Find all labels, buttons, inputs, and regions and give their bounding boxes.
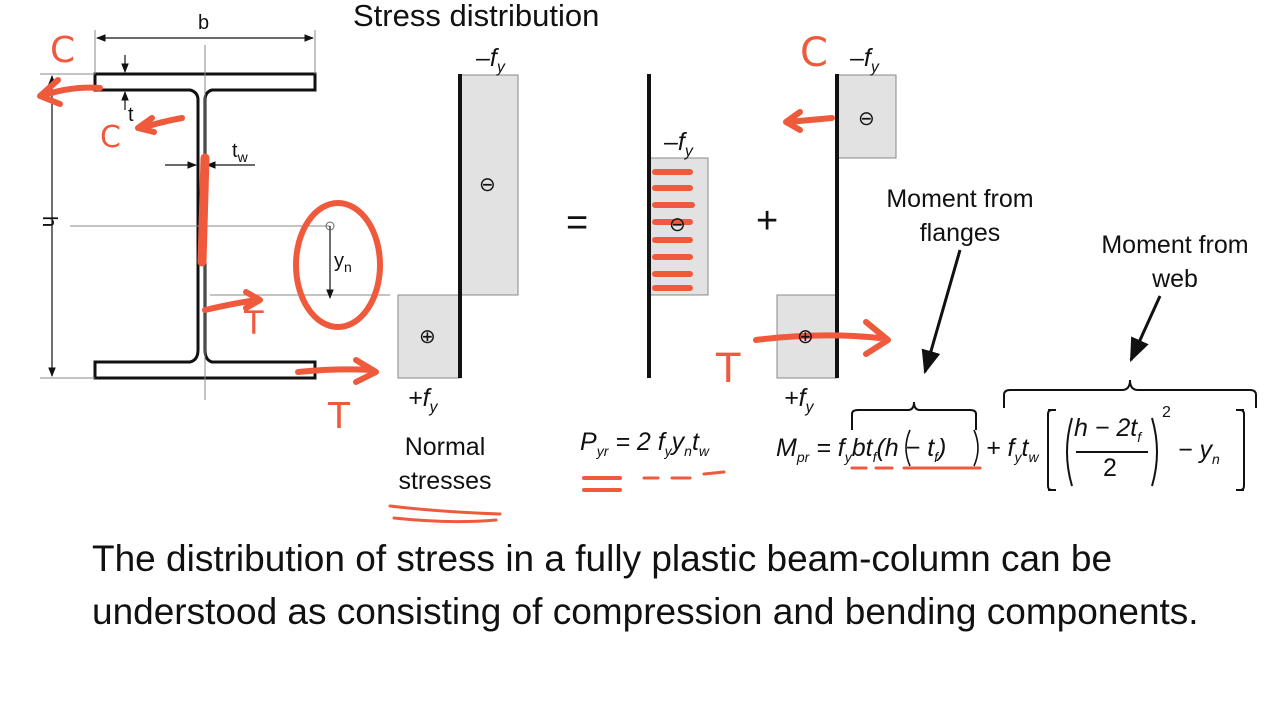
annot-t-2: T (328, 396, 350, 437)
pos-fy-label-3: +fy (784, 384, 814, 416)
m-equation-flange: Mpr = fybtf(h − tf) (776, 434, 947, 465)
annot-c-2: C (100, 120, 121, 155)
equals-operator: = (566, 202, 589, 244)
flanges-brace (851, 401, 977, 430)
plus-sign-3: ⊕ (797, 326, 814, 348)
m-equation-denominator: 2 (1103, 454, 1117, 482)
m-equation-yn: − yn (1178, 436, 1220, 467)
body-paragraph: The distribution of stress in a fully pl… (92, 538, 1199, 632)
m-equation-numerator: h − 2tf (1074, 414, 1142, 445)
tw-label: tw (232, 140, 248, 165)
h-label: h (38, 216, 60, 228)
centroid-marker (325, 221, 335, 231)
minus-sign-3: ⊖ (858, 108, 875, 130)
annot-t-1: T (244, 304, 264, 342)
pos-fy-label-1: +fy (408, 384, 438, 416)
flanges-pointer (921, 249, 962, 375)
annot-c-3: C (800, 30, 828, 76)
web-brace (1003, 379, 1257, 408)
m-equation-web-prefix: + fytw (986, 434, 1039, 465)
minus-sign-1: ⊖ (479, 174, 496, 196)
plus-operator: + (756, 200, 779, 242)
yn-label: yn (334, 250, 352, 275)
handwritten-annotations (37, 77, 982, 524)
i-beam-section (93, 72, 317, 380)
tf-label: t (128, 104, 134, 126)
slide-title: Stress distribution (353, 0, 600, 33)
p-equation: Pyr = 2 fyyntw (580, 428, 710, 459)
web-pointer (1129, 295, 1162, 363)
b-label: b (198, 12, 210, 34)
plus-sign-1: ⊕ (419, 326, 436, 348)
annot-t-3: T (716, 346, 741, 392)
neg-fy-label-2: –fy (664, 128, 693, 160)
minus-sign-2: ⊖ (669, 214, 686, 236)
m-equation-square: 2 (1162, 404, 1171, 421)
annot-c-1: C (50, 30, 76, 71)
neg-fy-label-1: –fy (476, 44, 505, 76)
total-stress-block (397, 74, 519, 379)
neg-fy-label-3: –fy (850, 44, 879, 76)
